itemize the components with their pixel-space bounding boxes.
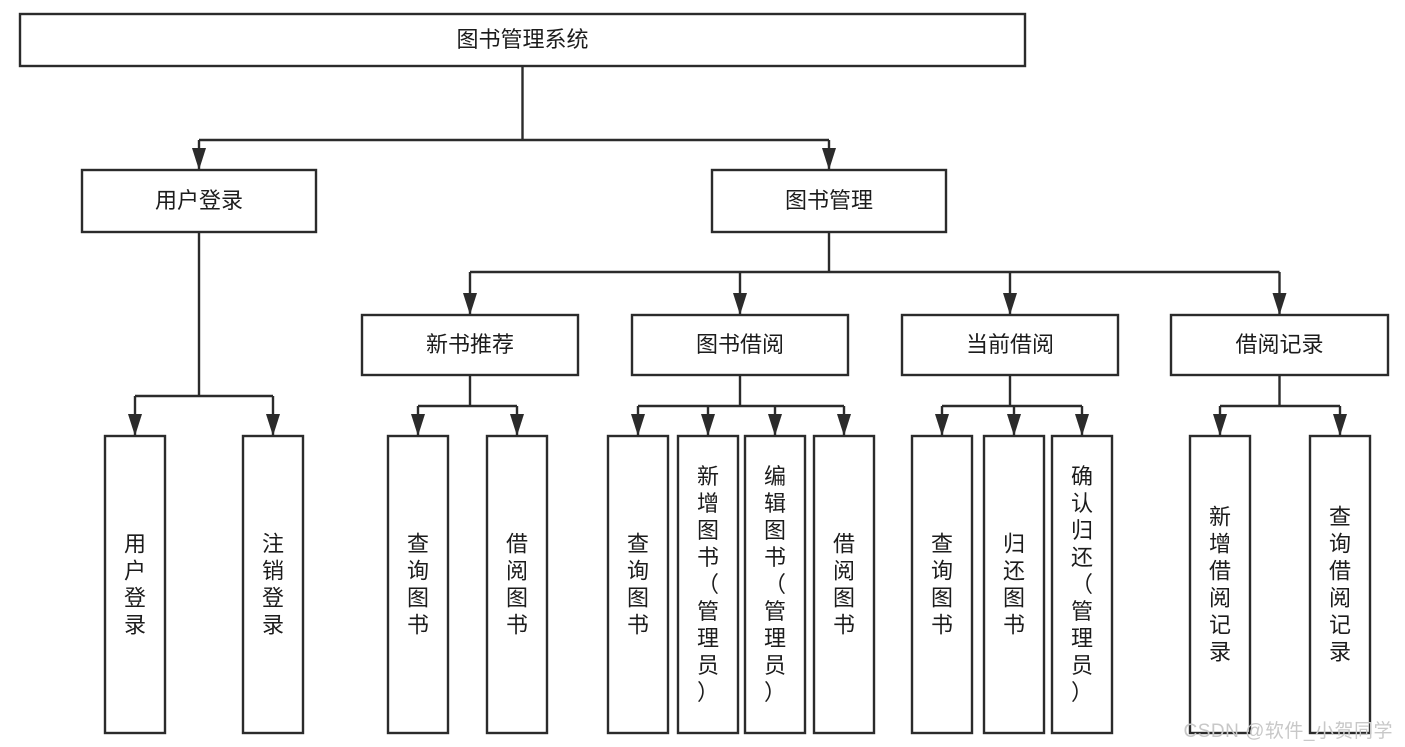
node-label-layer: 图书管理系统用户登录图书管理新书推荐图书借阅当前借阅借阅记录用户登录注销登录查询… (124, 27, 1351, 705)
arrow-head-book-borrow-3 (837, 414, 851, 436)
node-box-book-borrow[interactable] (630, 313, 850, 377)
node-box-leaf-borrow-book-recommend[interactable] (485, 434, 549, 735)
node-label-leaf-confirm-return: 确认归还（管理员） (1071, 464, 1093, 705)
arrow-head-borrow-record-0 (1213, 414, 1227, 436)
node-label-leaf-user-login: 用户登录 (124, 532, 146, 638)
node-box-user-login[interactable] (80, 168, 318, 234)
node-box-book-management[interactable] (710, 168, 948, 234)
arrow-head-book-borrow-2 (768, 414, 782, 436)
node-box-borrow-record[interactable] (1169, 313, 1390, 377)
arrow-head-user-login-0 (128, 414, 142, 436)
node-label-new-book-recommend: 新书推荐 (426, 332, 514, 357)
node-label-root: 图书管理系统 (456, 27, 588, 52)
node-box-leaf-query-borrow-record[interactable] (1308, 434, 1372, 735)
node-label-borrow-record: 借阅记录 (1235, 332, 1323, 357)
node-label-leaf-edit-book: 编辑图书（管理员） (764, 464, 786, 705)
node-box-root[interactable] (18, 12, 1027, 68)
arrow-head-book-management-2 (1003, 293, 1017, 315)
csdn-watermark: CSDN @软件_小贺同学 (1183, 721, 1393, 742)
node-box-leaf-edit-book[interactable] (743, 434, 807, 735)
node-box-layer (18, 12, 1390, 735)
arrow-head-current-borrow-1 (1007, 414, 1021, 436)
node-box-leaf-query-book-borrow[interactable] (606, 434, 670, 735)
arrow-head-user-login-1 (266, 414, 280, 436)
node-box-leaf-query-book-recommend[interactable] (386, 434, 450, 735)
node-label-current-borrow: 当前借阅 (966, 332, 1054, 357)
node-box-leaf-add-book[interactable] (676, 434, 740, 735)
arrow-head-book-borrow-0 (631, 414, 645, 436)
arrow-head-root-1 (822, 148, 836, 170)
arrow-head-new-book-recommend-0 (411, 414, 425, 436)
node-box-leaf-query-book-current[interactable] (910, 434, 974, 735)
arrow-head-book-management-1 (733, 293, 747, 315)
node-label-leaf-add-borrow-record: 新增借阅记录 (1209, 505, 1231, 665)
node-label-leaf-logout: 注销登录 (262, 532, 284, 638)
node-box-leaf-borrow-book[interactable] (812, 434, 876, 735)
node-label-book-borrow: 图书借阅 (696, 332, 784, 357)
node-box-leaf-add-borrow-record[interactable] (1188, 434, 1252, 735)
arrow-head-current-borrow-0 (935, 414, 949, 436)
arrow-head-new-book-recommend-1 (510, 414, 524, 436)
arrow-head-book-management-0 (463, 293, 477, 315)
node-box-current-borrow[interactable] (900, 313, 1120, 377)
node-label-leaf-query-borrow-record: 查询借阅记录 (1329, 505, 1351, 665)
node-label-leaf-query-book-borrow: 查询图书 (627, 532, 649, 638)
arrow-head-book-management-3 (1272, 293, 1287, 315)
node-label-user-login: 用户登录 (155, 188, 243, 213)
arrow-head-current-borrow-2 (1075, 414, 1089, 436)
node-label-leaf-borrow-book-recommend: 借阅图书 (506, 532, 528, 638)
node-label-leaf-return-book: 归还图书 (1003, 532, 1025, 638)
node-label-leaf-query-book-recommend: 查询图书 (407, 532, 429, 638)
node-box-leaf-logout[interactable] (241, 434, 305, 735)
node-label-leaf-borrow-book: 借阅图书 (833, 532, 855, 638)
node-box-leaf-return-book[interactable] (982, 434, 1046, 735)
node-box-new-book-recommend[interactable] (360, 313, 580, 377)
arrow-head-root-0 (192, 148, 206, 170)
arrow-head-borrow-record-1 (1333, 414, 1347, 436)
node-label-leaf-add-book: 新增图书（管理员） (697, 464, 719, 705)
connector-layer (128, 66, 1347, 436)
node-label-leaf-query-book-current: 查询图书 (931, 532, 953, 638)
node-box-leaf-user-login[interactable] (103, 434, 167, 735)
arrow-head-book-borrow-1 (701, 414, 715, 436)
node-label-book-management: 图书管理 (785, 188, 873, 213)
node-box-leaf-confirm-return[interactable] (1050, 434, 1114, 735)
